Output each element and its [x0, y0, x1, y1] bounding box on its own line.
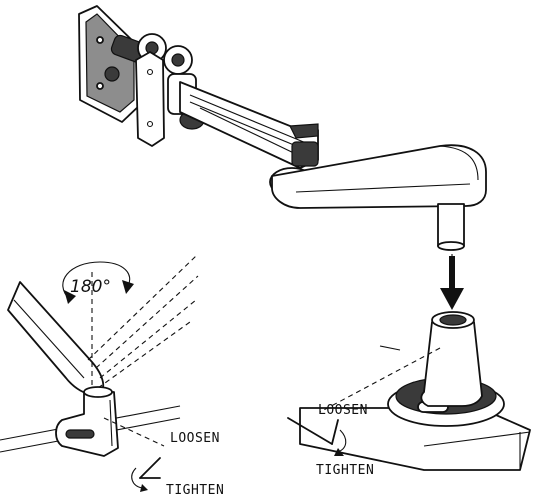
rotation-angle-label: 180° [70, 277, 111, 297]
arm-pole [437, 203, 465, 247]
vesa-plate-front [135, 51, 165, 147]
grommet-tighten-label: TIGHTEN [316, 463, 374, 478]
monitor-arm-illustration [78, 5, 487, 251]
clamp-loosen-label: LOOSEN [170, 431, 220, 446]
desk-base-illustration: LOOSEN TIGHTEN [287, 311, 531, 478]
vesa-plate-rear-face [85, 13, 135, 113]
clamp-mount-illustration: 180° LOOSEN TIGHTEN [0, 255, 224, 498]
clamp-arm [7, 281, 105, 396]
lower-arm [271, 144, 487, 209]
desk-clamp [55, 391, 119, 457]
grommet-loosen-label: LOOSEN [318, 403, 368, 418]
base-post [420, 321, 483, 407]
clamp-tighten-label: TIGHTEN [166, 483, 224, 498]
insert-direction-arrow [440, 254, 464, 310]
